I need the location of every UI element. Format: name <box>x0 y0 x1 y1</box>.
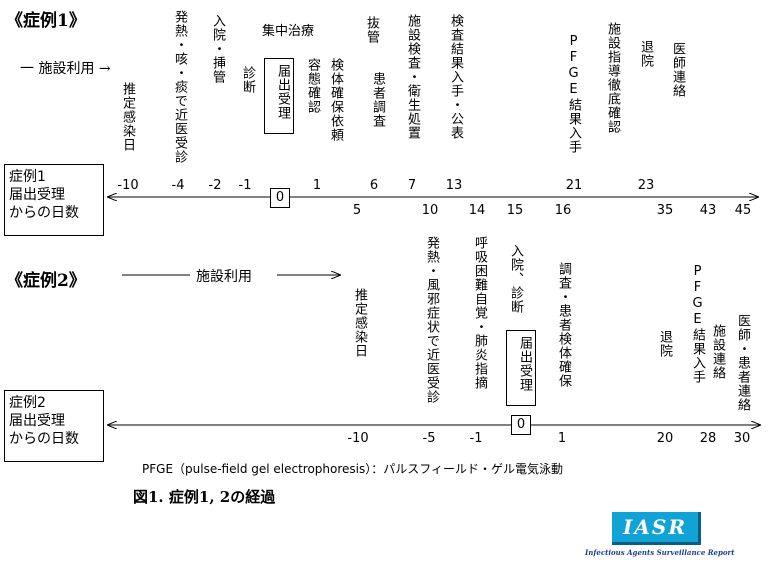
case1-event-facility-guidance: 施設指導徹底確認 <box>605 22 620 134</box>
case2-event-estimated-infection: 推定感染日 <box>352 288 367 358</box>
case1-event-estimated-infection: 推定感染日 <box>120 82 135 152</box>
case1-day-number: 13 <box>445 178 463 193</box>
case1-day-number: 5 <box>352 203 362 218</box>
case1-event-test-results: 検査結果入手・公表 <box>448 14 463 140</box>
case1-day-number: 15 <box>506 203 524 218</box>
case2-event-facility-contact: 施設連絡 <box>710 324 725 380</box>
case2-day-number: -10 <box>347 431 369 446</box>
case1-axis-label-line2: 届出受理 <box>9 187 65 203</box>
case1-day-number: 23 <box>637 178 655 193</box>
footnote: PFGE（pulse-field gel electrophoresis）：パル… <box>142 462 564 476</box>
case1-day-number: 45 <box>734 203 752 218</box>
case1-day-number: 7 <box>407 178 417 193</box>
case1-axis-label: 症例1 届出受理 からの日数 <box>4 164 104 236</box>
iasr-logo: IASR <box>612 512 701 545</box>
case1-day-number: 35 <box>656 203 674 218</box>
case1-event-admission: 入院・挿管 <box>210 14 225 84</box>
case1-heading: 《症例1》 <box>6 11 86 31</box>
case2-notification-box: 届出受理 <box>506 330 536 406</box>
case1-event-physician-contact: 医師連絡 <box>670 42 685 98</box>
case1-day-number: 14 <box>468 203 486 218</box>
case1-axis-label-line1: 症例1 <box>9 169 46 185</box>
case1-event-patient-survey: 患者調査 <box>370 72 385 128</box>
case1-event-fever: 発熱・咳・痰で近医受診 <box>172 10 187 164</box>
figure-caption: 図1. 症例1, 2の経過 <box>133 488 276 506</box>
case2-facility-use: 施設利用 <box>196 269 252 285</box>
case1-event-condition-check: 容態確認 <box>305 58 320 114</box>
case2-event-admission: 入院、診断 <box>508 244 523 314</box>
case1-day-number: -1 <box>238 178 252 193</box>
case2-event-discharge: 退院 <box>657 330 672 358</box>
case2-event-dyspnea: 呼吸困難自覚・肺炎指摘 <box>472 236 487 390</box>
case1-event-icu: 集中治療 <box>262 24 315 39</box>
case1-day-number: 16 <box>554 203 572 218</box>
case2-day-number: 1 <box>557 431 567 446</box>
case2-day-number: -1 <box>469 431 483 446</box>
case2-event-survey: 調査・患者検体確保 <box>556 262 571 388</box>
case1-event-discharge: 退院 <box>638 40 653 68</box>
case1-axis-label-line3: からの日数 <box>9 205 79 221</box>
case2-day-number: 30 <box>733 431 751 446</box>
case1-event-facility-inspection: 施設検査・衛生処置 <box>405 14 420 140</box>
case2-axis-label: 症例2 届出受理 からの日数 <box>4 390 104 462</box>
case2-day-number: -5 <box>422 431 436 446</box>
case2-event-fever: 発熱・風邪症状で近医受診 <box>424 236 439 404</box>
iasr-logo-subtitle: Infectious Agents Surveillance Report <box>585 548 735 557</box>
case2-day-number: 28 <box>699 431 717 446</box>
case2-axis-label-line1: 症例2 <box>9 395 46 411</box>
case1-event-extubation: 抜管 <box>364 16 379 44</box>
case1-event-pfge: PFGE結果入手 <box>566 34 581 154</box>
case1-zero-box: 0 <box>270 188 290 208</box>
case2-zero-box: 0 <box>511 415 531 435</box>
case1-day-number: -10 <box>117 178 139 193</box>
case1-facility-use: 一 施設利用 → <box>20 61 111 77</box>
case1-notification-box: 届出受理 <box>264 58 294 134</box>
case1-day-number: 6 <box>369 178 379 193</box>
case2-day-number: 20 <box>656 431 674 446</box>
case2-axis-label-line3: からの日数 <box>9 431 79 447</box>
case2-event-pfge: PFGE結果入手 <box>690 264 705 384</box>
case2-event-physician-contact: 医師・患者連絡 <box>735 314 750 412</box>
case2-axis-label-line2: 届出受理 <box>9 413 65 429</box>
case1-event-diagnosis: 診断 <box>240 66 255 94</box>
case1-day-number: 21 <box>565 178 583 193</box>
case1-day-number: 10 <box>421 203 439 218</box>
case1-day-number: 43 <box>699 203 717 218</box>
case1-day-number: 1 <box>312 178 322 193</box>
case1-event-specimen-request: 検体確保依頼 <box>328 58 343 142</box>
case1-day-number: -4 <box>171 178 185 193</box>
case1-day-number: -2 <box>208 178 222 193</box>
case2-heading: 《症例2》 <box>6 271 86 291</box>
